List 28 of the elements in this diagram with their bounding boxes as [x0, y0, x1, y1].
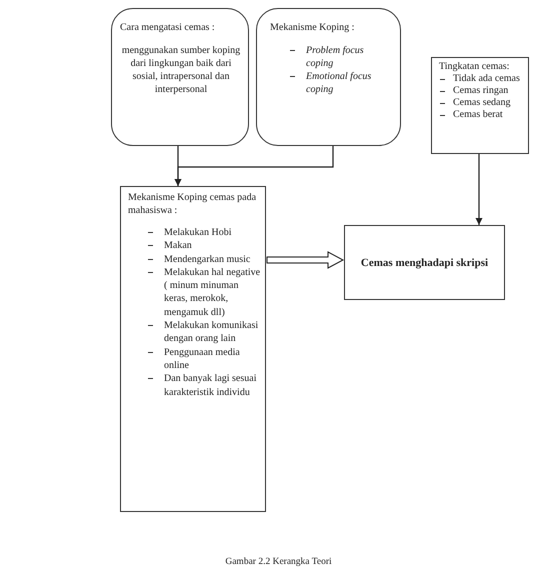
- box-text: Cemas menghadapi skripsi: [360, 256, 488, 270]
- list-item: Melakukan hal negative ( minum minuman keras, merokok, mengamuk dll): [164, 266, 262, 320]
- list-item: Tidak ada cemas: [453, 73, 520, 85]
- process-box: [120, 186, 266, 512]
- list-item: Makan: [164, 239, 193, 253]
- list-item: Cemas sedang: [453, 97, 510, 109]
- block-arrow: [266, 251, 344, 269]
- box-heading: Cara mengatasi cemas :: [120, 21, 216, 34]
- list-item: Mendengarkan music: [164, 252, 252, 266]
- rounded-box: [111, 8, 249, 146]
- list-item: Melakukan Hobi: [164, 226, 232, 240]
- list-item: Emotional focus coping: [306, 70, 372, 96]
- list-item: Problem focus coping: [306, 44, 365, 70]
- list-item: Cemas ringan: [453, 85, 508, 97]
- box-heading: Mekanisme Koping :: [270, 21, 356, 34]
- box-text: menggunakan sumber koping dari lingkungan baik dari sosial, intrapersonal dan interpersonal: [120, 44, 242, 96]
- box-heading: Tingkatan cemas:: [439, 61, 510, 73]
- arrow: [174, 146, 334, 186]
- list-item: Penggunaan media online: [164, 346, 241, 372]
- process-box: [431, 57, 529, 154]
- list-item: Dan banyak lagi sesuai karakteristik individu: [164, 372, 258, 399]
- box-heading: Mekanisme Koping cemas pada mahasiswa :: [128, 191, 258, 217]
- process-box: [344, 225, 505, 300]
- rounded-box: [256, 8, 401, 146]
- arrow: [476, 154, 482, 225]
- figure-caption: Gambar 2.2 Kerangka Teori: [225, 556, 332, 569]
- list-item: Cemas berat: [453, 109, 503, 121]
- list-item: Melakukan komunikasi dengan orang lain: [164, 319, 260, 346]
